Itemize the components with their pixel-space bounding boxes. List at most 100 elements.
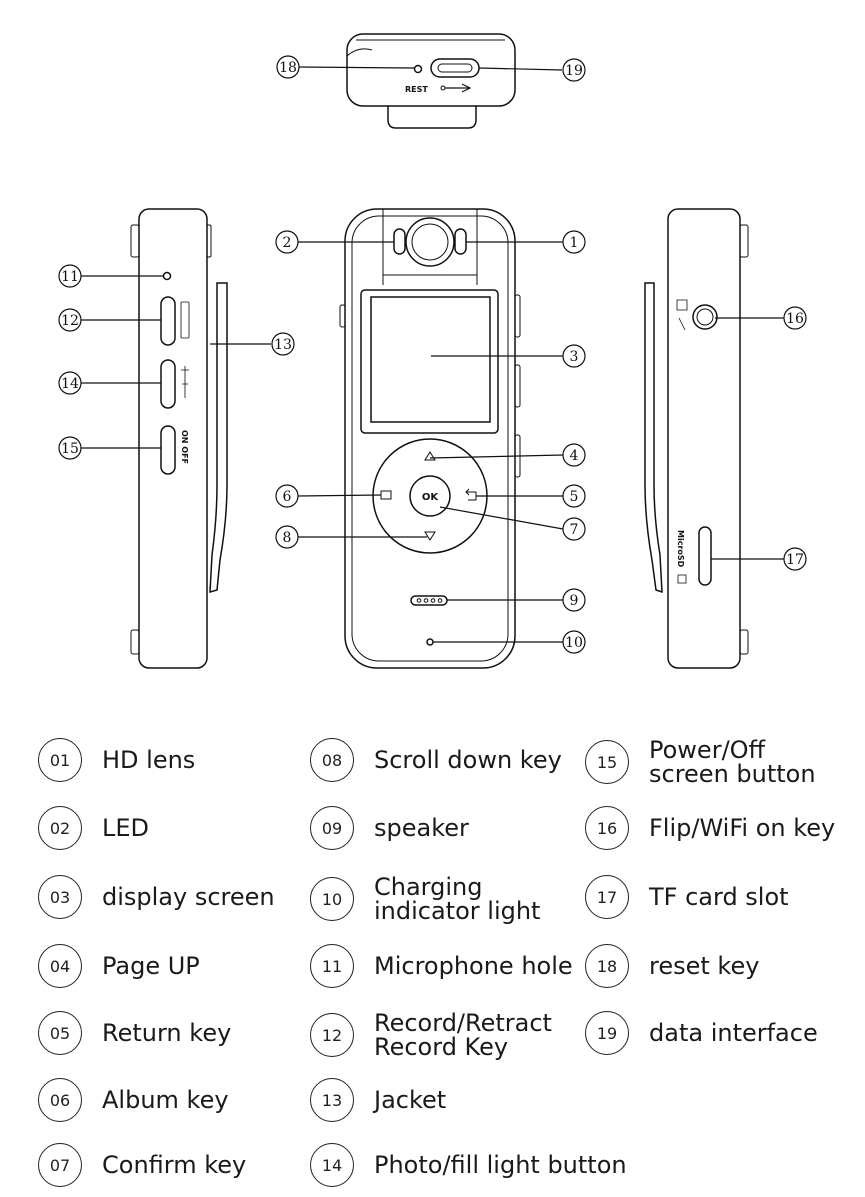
legend-label: TF card slot (649, 883, 789, 911)
legend-label: speaker (374, 814, 469, 842)
callout-circle (58, 308, 82, 332)
ok-label: OK (422, 492, 440, 503)
charging-indicator (426, 638, 434, 646)
legend-number: 16 (585, 806, 629, 850)
callout-number: 5 (570, 489, 579, 505)
callout-circle (783, 547, 807, 571)
callout-circle (276, 55, 300, 79)
leader-lines (81, 66, 784, 643)
callout-11: 11 (58, 264, 82, 288)
callout-number: 19 (565, 63, 583, 79)
led-right (454, 228, 467, 255)
callout-8: 8 (275, 525, 299, 549)
callout-circle (58, 264, 82, 288)
reset-hole (413, 64, 423, 74)
legend-label: Record/Retract Record Key (374, 1009, 552, 1061)
legend-number: 10 (310, 877, 354, 921)
legend-label: reset key (649, 952, 760, 980)
callout-number: 3 (570, 349, 579, 365)
callout-number: 11 (61, 269, 79, 285)
callout-circle (562, 630, 586, 654)
return-icon (465, 488, 477, 501)
legend-label: display screen (102, 883, 275, 911)
legend-label: Page UP (102, 952, 200, 980)
callout-circle (562, 344, 586, 368)
callout-number: 12 (61, 313, 79, 329)
legend-item-19: 19 data interface (585, 1011, 818, 1055)
legend-item-18: 18 reset key (585, 944, 759, 988)
callout-circle (783, 306, 807, 330)
top-view (346, 33, 516, 129)
legend-label: Album key (102, 1086, 229, 1114)
legend-label: Power/Off screen button (649, 736, 816, 788)
left-side-view (130, 208, 228, 669)
legend-item-05: 05 Return key (38, 1011, 231, 1055)
callout-circle (562, 588, 586, 612)
legend-number: 06 (38, 1078, 82, 1122)
callout-circle (562, 443, 586, 467)
callout-circle (275, 230, 299, 254)
legend-label: Return key (102, 1019, 232, 1047)
reset-label: REST (405, 85, 428, 94)
legend-number: 01 (38, 738, 82, 782)
tf-slot-label: MicroSD (676, 530, 685, 568)
callout-number: 14 (61, 376, 79, 392)
legend-label: Microphone hole (374, 952, 573, 980)
legend-label: Confirm key (102, 1151, 247, 1179)
legend-number: 14 (310, 1143, 354, 1187)
legend-number: 05 (38, 1011, 82, 1055)
photo-button[interactable] (160, 359, 176, 409)
legend-number: 19 (585, 1011, 629, 1055)
photo-icon (181, 366, 189, 398)
ok-button[interactable] (409, 475, 451, 517)
callout-number: 17 (786, 552, 804, 568)
record-button[interactable] (160, 296, 176, 346)
legend-label: Scroll down key (374, 746, 562, 774)
legend-number: 02 (38, 806, 82, 850)
callout-5: 5 (562, 484, 586, 508)
callout-16: 16 (783, 306, 807, 330)
legend-number: 08 (310, 738, 354, 782)
display-screen (370, 296, 491, 423)
callout-number: 7 (570, 522, 579, 538)
flip-icon (676, 299, 688, 331)
callout-7: 7 (562, 517, 586, 541)
device-diagram: REST OK ON OFF MicroSD 12345678910111213… (58, 33, 807, 669)
callout-circle (562, 517, 586, 541)
callout-17: 17 (783, 547, 807, 571)
legend-label: Flip/WiFi on key (649, 814, 836, 842)
callout-14: 14 (58, 371, 82, 395)
legend-number: 18 (585, 944, 629, 988)
callout-circle (58, 436, 82, 460)
callout-number: 2 (283, 235, 292, 251)
tf-card-slot (698, 526, 712, 586)
callout-1: 1 (562, 230, 586, 254)
callout-circle (562, 230, 586, 254)
callout-circle (562, 58, 586, 82)
callout-circle (271, 332, 295, 356)
legend-number: 13 (310, 1078, 354, 1122)
legend-label: Charging indicator light (374, 873, 541, 925)
legend-number: 17 (585, 875, 629, 919)
jacket-clip (209, 282, 228, 594)
callout-circle (562, 484, 586, 508)
power-label: ON OFF (180, 430, 189, 464)
legend-label: LED (102, 814, 150, 842)
legend-item-08: 08 Scroll down key (310, 738, 562, 782)
legend-label: data interface (649, 1019, 818, 1047)
record-icon (180, 301, 190, 339)
power-button[interactable] (160, 425, 176, 475)
callout-6: 6 (275, 484, 299, 508)
flip-wifi-button[interactable] (692, 304, 718, 330)
callout-10: 10 (562, 630, 586, 654)
led-left (393, 228, 406, 255)
